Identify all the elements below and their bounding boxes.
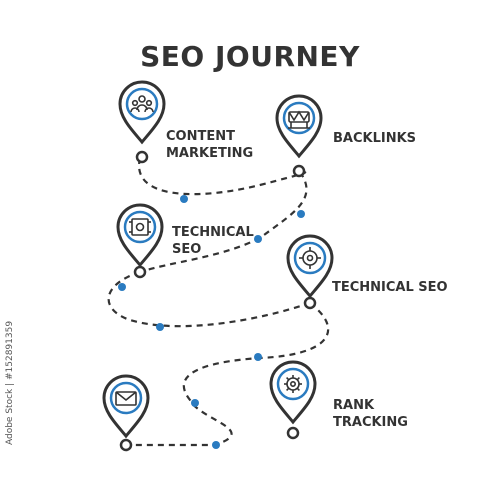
chip-icon <box>129 218 151 236</box>
label-line: MARKETING <box>166 146 254 161</box>
pin-content-marketing <box>118 80 166 164</box>
watermark-id: Adobe Stock | #152891359 <box>5 320 15 445</box>
label-line: TECHNICAL SEO <box>332 280 448 295</box>
pin-technical-seo-left <box>116 203 164 279</box>
label-rank-tracking: RANK TRACKING <box>333 397 408 431</box>
label-technical-seo-left: TECHNICAL SEO <box>172 224 254 258</box>
envelope-icon <box>115 391 137 406</box>
label-line: TRACKING <box>333 415 408 430</box>
path-dot <box>254 353 262 361</box>
pin-rank-tracking <box>269 360 317 440</box>
label-line: CONTENT <box>166 129 235 144</box>
page-title: SEO JOURNEY <box>140 40 360 73</box>
crosshair-icon <box>299 247 321 269</box>
label-line: TECHNICAL <box>172 225 254 240</box>
people-icon <box>130 95 154 113</box>
path-dot <box>212 441 220 449</box>
label-content-marketing: CONTENT MARKETING <box>166 128 253 162</box>
label-technical-seo-right: TECHNICAL SEO <box>332 279 448 296</box>
path-dot <box>254 235 262 243</box>
label-line: SEO <box>172 242 202 257</box>
label-line: BACKLINKS <box>333 131 417 146</box>
path-dot <box>118 283 126 291</box>
pin-email <box>102 374 150 452</box>
path-dot <box>180 195 188 203</box>
path-dot <box>156 323 164 331</box>
path-dot <box>191 399 199 407</box>
pin-technical-seo-right <box>286 234 334 310</box>
gear-icon <box>284 375 302 393</box>
path-dot <box>297 210 305 218</box>
label-backlinks: BACKLINKS <box>333 130 416 147</box>
handshake-icon <box>288 110 310 129</box>
pin-backlinks <box>275 94 323 178</box>
label-line: RANK <box>333 398 375 413</box>
